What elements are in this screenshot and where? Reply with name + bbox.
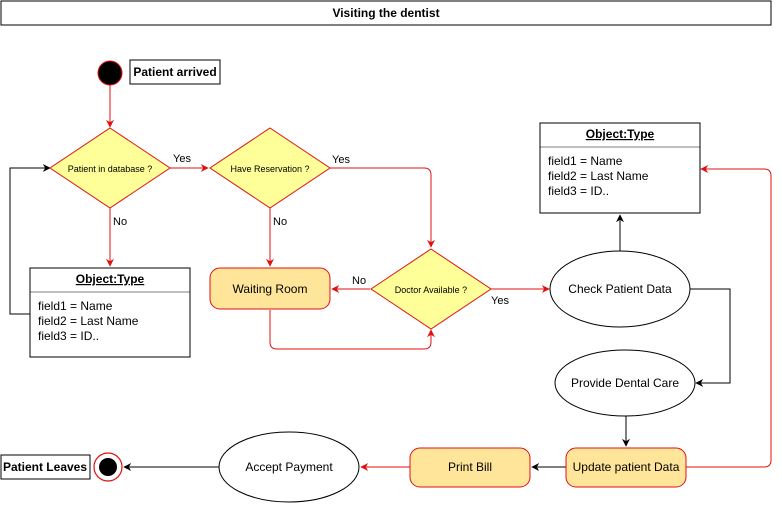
edge-object-loop [9, 164, 51, 315]
patient-leaves-label: Patient Leaves [3, 460, 87, 474]
decision-patient-in-db [49, 127, 171, 209]
object-right-field-3: field3 = ID.. [548, 184, 609, 198]
activity-waiting-room-label: Waiting Room [233, 282, 308, 296]
object-left-field-3: field3 = ID.. [38, 329, 99, 343]
decision-doctor-available-label: Doctor Available ? [395, 285, 467, 295]
activity-waiting-room [209, 267, 331, 310]
object-right-header: Object:Type [586, 127, 655, 141]
start-node [97, 60, 123, 86]
object-left-field-2: field2 = Last Name [38, 314, 139, 328]
edge-waiting-to-doctor [269, 310, 435, 350]
object-left-field-1: field1 = Name [38, 299, 113, 313]
title-box [0, 0, 772, 26]
activity-print-bill [409, 447, 531, 488]
action-accept-payment [218, 431, 360, 503]
object-box-left [29, 267, 191, 358]
patient-arrived-label-box [129, 59, 221, 85]
patient-arrived-label: Patient arrived [133, 65, 216, 79]
edge-res-yes [330, 167, 435, 248]
action-check-patient-data [549, 250, 691, 328]
diagram-title: Visiting the dentist [332, 6, 439, 20]
label-doc-no: No [352, 275, 366, 287]
object-box-right [539, 122, 701, 214]
activity-print-bill-label: Print Bill [448, 460, 492, 474]
decision-patient-in-db-label: Patient in database ? [68, 164, 153, 174]
label-doc-yes: Yes [491, 295, 509, 307]
edge-check-to-care [690, 288, 731, 387]
activity-update-patient-data [565, 447, 687, 488]
end-node [99, 458, 117, 476]
edge-update-to-object [686, 165, 772, 468]
object-left-header: Object:Type [76, 272, 145, 286]
decision-have-reservation [209, 127, 331, 209]
label-db-no: No [113, 216, 127, 228]
patient-leaves-label-box [0, 454, 91, 480]
label-db-yes: Yes [173, 153, 191, 165]
action-provide-dental-care [554, 349, 696, 417]
object-right-field-2: field2 = Last Name [548, 169, 649, 183]
action-accept-payment-label: Accept Payment [245, 460, 333, 474]
action-provide-dental-care-label: Provide Dental Care [571, 376, 679, 390]
decision-have-reservation-label: Have Reservation ? [230, 164, 309, 174]
object-right-field-1: field1 = Name [548, 154, 623, 168]
label-res-yes: Yes [332, 154, 350, 166]
decision-doctor-available [370, 248, 492, 330]
action-check-patient-data-label: Check Patient Data [568, 282, 672, 296]
label-res-no: No [273, 216, 287, 228]
activity-update-patient-data-label: Update patient Data [573, 460, 680, 474]
